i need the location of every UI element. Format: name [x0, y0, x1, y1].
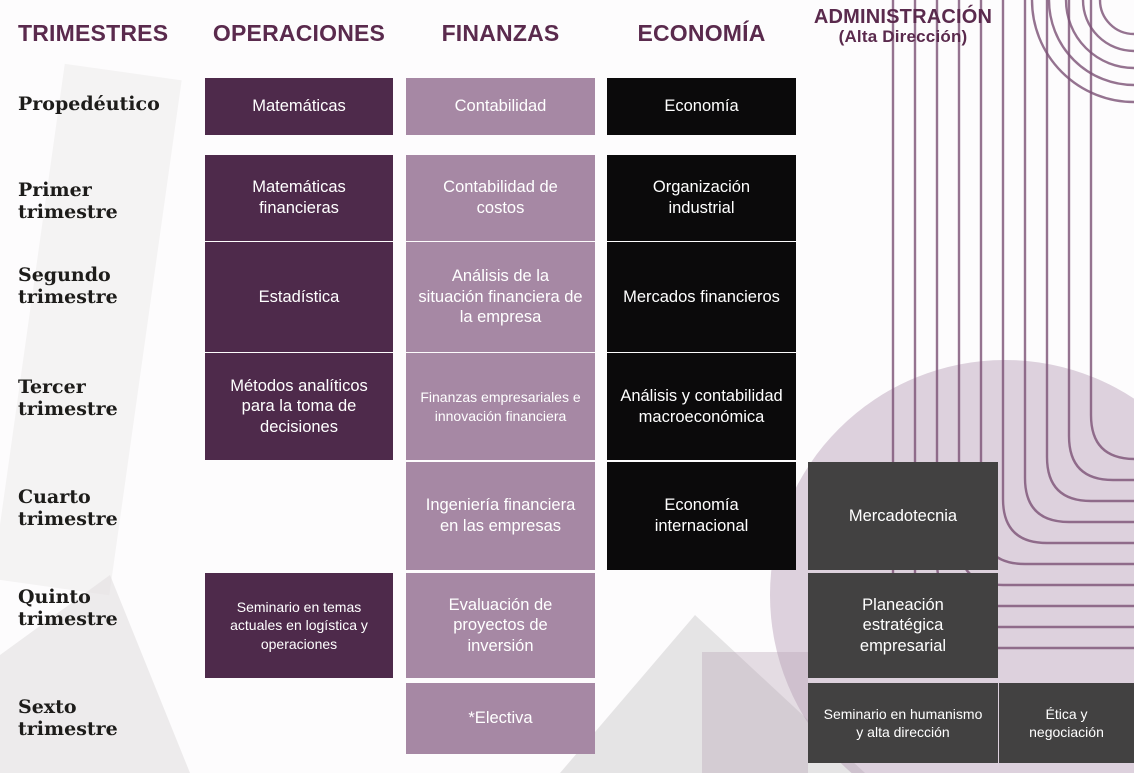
row-label-primer-trimestre: Primer trimestre — [18, 179, 118, 224]
course-electiva: *Electiva — [406, 683, 595, 754]
course-metodos-analiticos: Métodos analíticos para la toma de decis… — [205, 353, 393, 460]
column-header-administracion: ADMINISTRACIÓN (Alta Dirección) — [793, 7, 1013, 46]
decorative-corner-arcs — [1030, 0, 1134, 104]
course-finanzas-empresariales: Finanzas empresariales e innovación fina… — [406, 353, 595, 460]
course-contabilidad: Contabilidad — [406, 78, 595, 135]
course-etica-y-negociacion: Ética y negociación — [999, 683, 1134, 763]
course-ingenieria-financiera: Ingeniería financiera en las empresas — [406, 462, 595, 570]
course-contabilidad-de-costos: Contabilidad de costos — [406, 155, 595, 241]
course-seminario-logistica-operaciones: Seminario en temas actuales en logística… — [205, 573, 393, 678]
column-header-finanzas: FINANZAS — [441, 20, 560, 46]
row-label-quinto-trimestre: Quinto trimestre — [18, 586, 118, 631]
course-organizacion-industrial: Organización industrial — [607, 155, 796, 241]
gray-shape — [0, 575, 190, 773]
column-header-economia: ECONOMÍA — [637, 20, 766, 46]
course-matematicas: Matemáticas — [205, 78, 393, 135]
course-economia: Economía — [607, 78, 796, 135]
row-label-sexto-trimestre: Sexto trimestre — [18, 696, 118, 741]
course-planeacion-estrategica: Planeación estratégica empresarial — [808, 573, 998, 678]
course-matematicas-financieras: Matemáticas financieras — [205, 155, 393, 241]
course-analisis-situacion-financiera: Análisis de la situación financiera de l… — [406, 242, 595, 352]
mauve-block — [702, 652, 808, 773]
course-economia-internacional: Economía internacional — [607, 462, 796, 570]
course-estadistica: Estadística — [205, 242, 393, 352]
column-header-trimestres: TRIMESTRES — [18, 20, 169, 46]
administracion-title: ADMINISTRACIÓN — [813, 6, 993, 28]
column-header-operaciones: OPERACIONES — [212, 20, 386, 46]
administracion-subtitle: (Alta Dirección) — [838, 27, 968, 46]
gray-shape — [560, 615, 865, 773]
course-analisis-contabilidad-macroeconomica: Análisis y contabilidad macroeconómica — [607, 353, 796, 460]
row-label-segundo-trimestre: Segundo trimestre — [18, 264, 118, 309]
gray-shape — [0, 63, 182, 596]
course-evaluacion-proyectos: Evaluación de proyectos de inversión — [406, 573, 595, 678]
course-mercadotecnia: Mercadotecnia — [808, 462, 998, 570]
row-label-propedeutico: Propedéutico — [18, 93, 160, 115]
row-label-cuarto-trimestre: Cuarto trimestre — [18, 486, 118, 531]
course-mercados-financieros: Mercados financieros — [607, 242, 796, 352]
course-seminario-humanismo: Seminario en humanismo y alta dirección — [808, 683, 998, 763]
row-label-tercer-trimestre: Tercer trimestre — [18, 376, 118, 421]
